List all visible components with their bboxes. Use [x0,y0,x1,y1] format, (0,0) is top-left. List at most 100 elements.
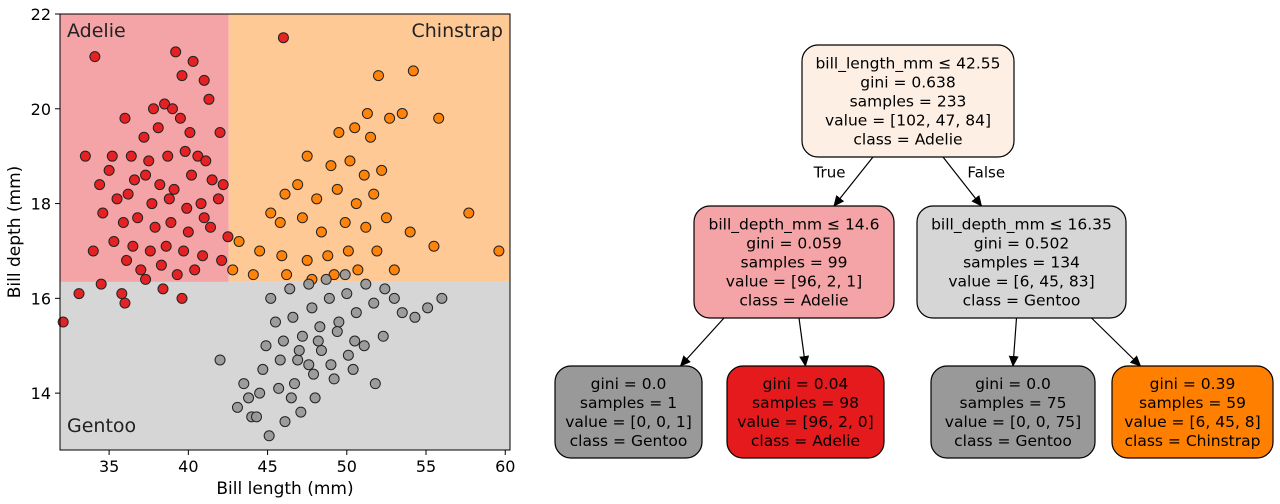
data-point [308,368,320,380]
tree-edge [679,317,725,367]
data-point [303,278,315,290]
data-point [349,335,361,347]
tree-node-text: gini = 0.04 [763,375,849,393]
data-point [200,155,212,167]
y-tick-label: 14 [31,384,51,403]
data-point [274,354,286,366]
data-point [293,344,305,356]
x-tick-label: 55 [416,457,436,476]
data-point [94,179,106,191]
data-point [369,378,381,390]
data-point [407,65,419,77]
tree-node-text: samples = 98 [752,394,859,412]
data-point [57,316,69,328]
data-point [312,335,324,347]
tree-node-text: value = [0, 0, 1] [565,413,692,431]
plot-frame [59,13,511,451]
data-point [365,131,377,143]
data-point [174,112,186,124]
data-point [289,378,301,390]
data-point [147,103,159,115]
data-point [350,198,362,210]
data-point [331,183,343,195]
tree-node-text: class = Gentoo [954,432,1072,450]
data-point [360,221,372,233]
data-point [265,207,277,219]
data-point [325,359,337,371]
region-label-gentoo: Gentoo [67,415,136,437]
data-point [117,217,129,229]
tree-node-text: value = [6, 45, 83] [948,273,1094,291]
x-tick-label: 40 [178,457,198,476]
data-point [184,126,196,138]
data-point [168,183,180,195]
decision-region [228,14,510,282]
data-point [159,98,171,110]
tree-node-text: gini = 0.638 [860,74,956,92]
data-point [205,221,217,233]
tree-node-text: gini = 0.502 [974,235,1070,253]
data-point [73,288,85,300]
x-axis-label: Bill length (mm) [216,479,353,499]
x-tick-label: 50 [337,457,357,476]
edge-label-true: True [813,164,846,182]
data-point [285,392,297,404]
data-point [87,245,99,257]
tree-edge [1091,317,1142,367]
data-point [119,112,131,124]
tree-node-text: samples = 233 [850,93,967,111]
data-point [97,207,109,219]
data-point [350,307,362,319]
data-point [243,392,255,404]
tree-node-text: bill_length_mm ≤ 42.55 [815,55,1000,74]
data-point [328,373,340,385]
data-point [331,326,343,338]
data-point [179,145,191,157]
data-point [189,264,201,276]
data-point [265,292,277,304]
tree-node-text: value = [96, 2, 1] [726,273,862,291]
data-point [178,245,190,257]
data-point [409,311,421,323]
data-point [339,269,351,281]
data-point [376,164,388,176]
data-point [311,193,323,205]
data-point [138,131,150,143]
edge-label-false: False [967,164,1005,182]
data-point [217,179,229,191]
data-point [274,217,286,229]
tree-node-text: class = Chinstrap [1125,432,1261,450]
data-point [296,330,308,342]
data-point [176,70,188,82]
data-point [216,254,228,266]
data-point [493,245,505,257]
data-point [111,193,123,205]
data-point [323,292,335,304]
data-point [295,406,307,418]
data-point [206,174,218,186]
data-point [203,93,215,105]
data-point [116,288,128,300]
data-point [380,212,392,224]
data-point [186,169,198,181]
data-point [263,430,275,442]
tree-node-text: samples = 134 [963,254,1080,272]
data-point [379,283,391,295]
data-point [198,212,210,224]
region-label-adelie: Adelie [67,20,126,42]
y-tick-label: 18 [31,195,51,214]
data-point [277,335,289,347]
data-point [281,269,293,281]
data-point [250,411,262,423]
data-point [222,231,234,243]
data-point [157,283,169,295]
tree-node-box [554,365,703,459]
data-point [342,349,354,361]
tree-edge [798,317,810,367]
tree-node-text: gini = 0.0 [975,375,1051,393]
